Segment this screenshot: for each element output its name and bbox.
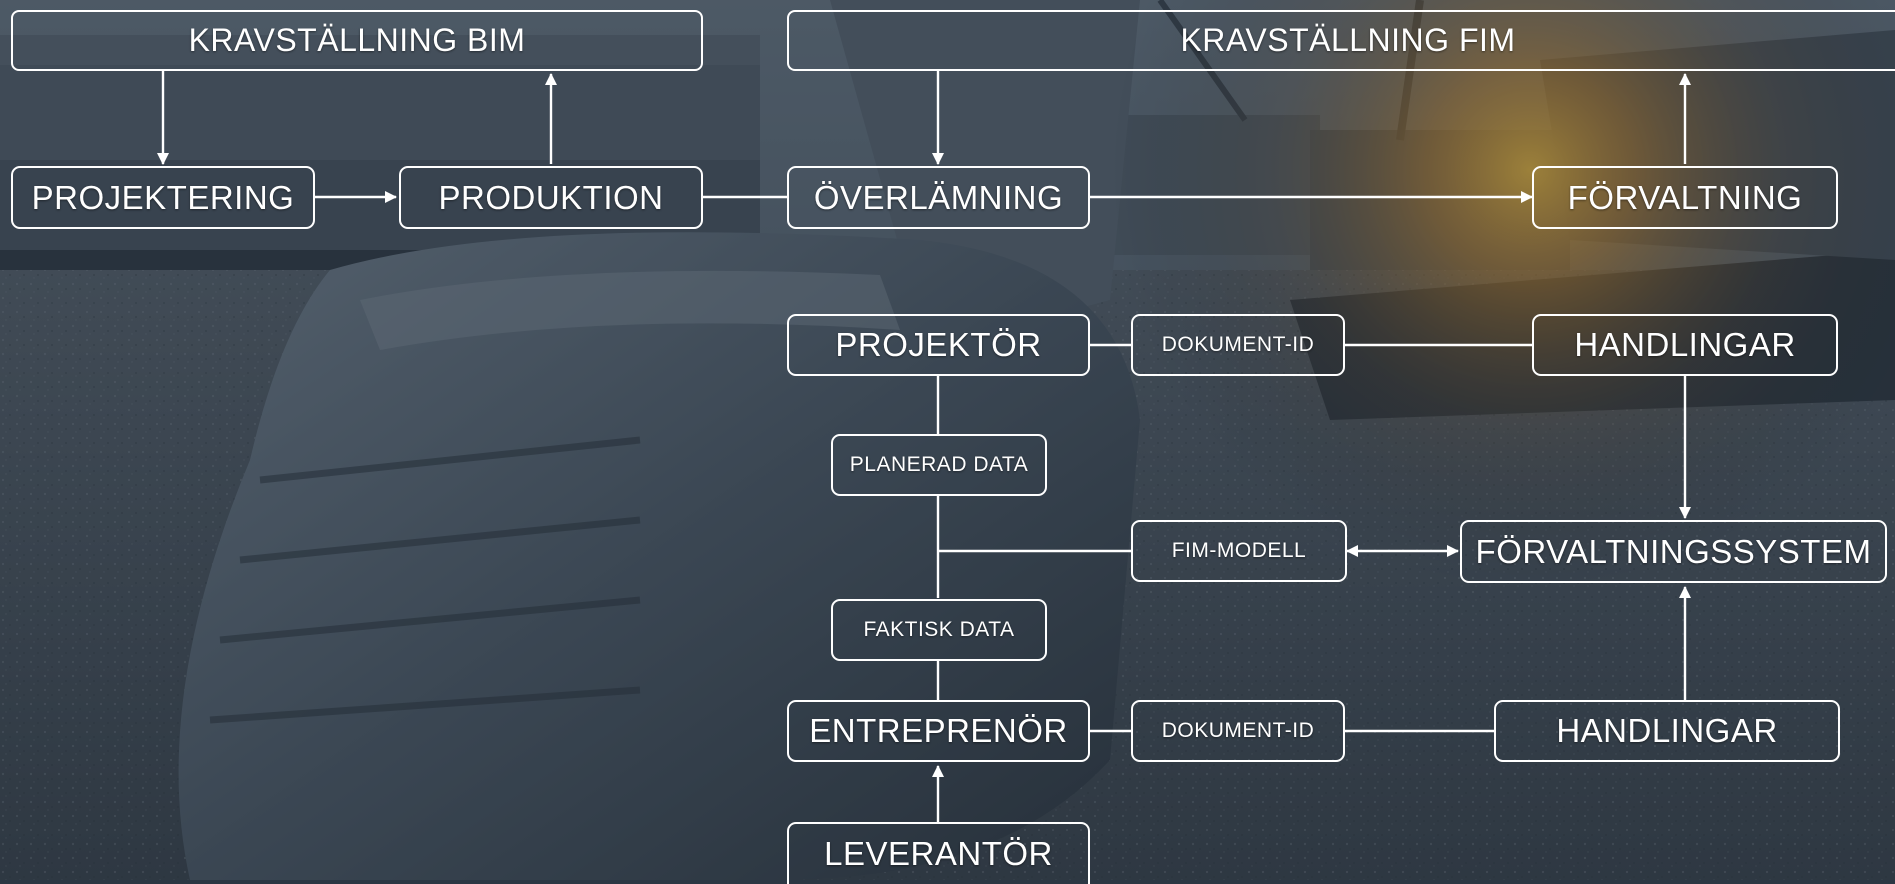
node-dokument-id-bottom: DOKUMENT-ID bbox=[1131, 700, 1345, 762]
header-kravstallning-bim: KRAVSTÄLLNING BIM bbox=[11, 10, 703, 71]
node-leverantor: LEVERANTÖR bbox=[787, 822, 1090, 884]
node-dokument-id-top: DOKUMENT-ID bbox=[1131, 314, 1345, 376]
node-handlingar-top: HANDLINGAR bbox=[1532, 314, 1838, 376]
node-projektering: PROJEKTERING bbox=[11, 166, 315, 229]
node-entreprenor: ENTREPRENÖR bbox=[787, 700, 1090, 762]
node-faktisk-data: FAKTISK DATA bbox=[831, 599, 1047, 661]
node-projektor: PROJEKTÖR bbox=[787, 314, 1090, 376]
node-forvaltningssystem: FÖRVALTNINGSSYSTEM bbox=[1460, 520, 1887, 583]
node-handlingar-bottom: HANDLINGAR bbox=[1494, 700, 1840, 762]
header-kravstallning-fim: KRAVSTÄLLNING FIM bbox=[787, 10, 1895, 71]
node-produktion: PRODUKTION bbox=[399, 166, 703, 229]
node-overlamning: ÖVERLÄMNING bbox=[787, 166, 1090, 229]
node-fim-modell: FIM-MODELL bbox=[1131, 520, 1347, 582]
node-forvaltning: FÖRVALTNING bbox=[1532, 166, 1838, 229]
node-planerad-data: PLANERAD DATA bbox=[831, 434, 1047, 496]
